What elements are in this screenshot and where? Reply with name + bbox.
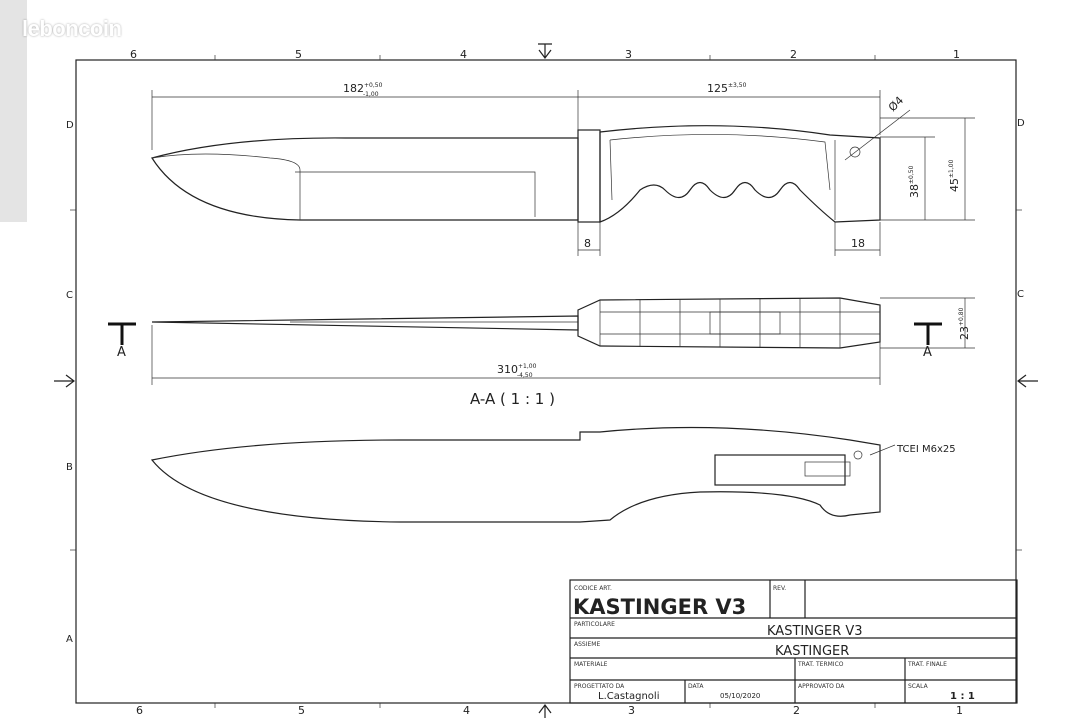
row-label: D: [66, 120, 74, 131]
guard-width-dim: 8: [584, 237, 591, 250]
column-label: 2: [793, 704, 800, 717]
data-label: DATA: [688, 683, 704, 690]
hole-dim: Ø4: [886, 94, 906, 114]
section-marker-left: A: [117, 345, 126, 360]
side-dimensions: [151, 90, 975, 256]
thickness-dim: 23+0,80: [958, 307, 971, 340]
data-value: 05/10/2020: [720, 692, 760, 700]
progettato-value: L.Castagnoli: [598, 691, 659, 702]
column-label: 6: [136, 704, 143, 717]
row-label: C: [66, 290, 73, 301]
row-label: B: [66, 462, 73, 473]
top-dimensions: [151, 297, 975, 385]
section-marker-right: A: [923, 345, 932, 360]
row-label: C: [1017, 289, 1024, 300]
row-labels: D C B A D C: [66, 118, 1025, 645]
handle-height-dim: 38±0,50: [908, 165, 921, 198]
trat-termico-label: TRAT. TERMICO: [797, 661, 844, 668]
section-title: A-A ( 1 : 1 ): [470, 390, 555, 408]
codice-value: KASTINGER V3: [573, 595, 746, 619]
particolare-label: PARTICOLARE: [574, 621, 615, 628]
guard-height-dim: 45±1,00: [948, 159, 961, 192]
dimension-labels: 182+0,50 -1,00 125±3,50 Ø4 8 18 38±0,50 …: [343, 82, 961, 250]
column-label: 2: [790, 48, 797, 61]
handle-length-dim: 125±3,50: [707, 82, 747, 95]
total-length-lower-tol: -4,50: [517, 372, 533, 379]
column-label: 5: [298, 704, 305, 717]
title-block: CODICE ART. KASTINGER V3 REV. PARTICOLAR…: [569, 579, 1018, 704]
codice-label: CODICE ART.: [574, 585, 612, 592]
column-label: 3: [625, 48, 632, 61]
column-label: 6: [130, 48, 137, 61]
row-label: D: [1017, 118, 1025, 129]
zone-ticks: [70, 55, 1022, 708]
row-label: A: [66, 634, 73, 645]
rev-label: REV.: [773, 585, 786, 592]
progettato-label: PROGETTATO DA: [574, 683, 625, 690]
column-label: 1: [953, 48, 960, 61]
total-length-dim: 310+1,00: [497, 363, 537, 376]
trat-finale-label: TRAT. FINALE: [907, 661, 947, 668]
knife-top-view: A A: [108, 297, 942, 360]
knife-side-view: [151, 109, 911, 223]
assieme-value: KASTINGER: [775, 644, 849, 659]
column-label: 4: [460, 48, 467, 61]
leboncoin-watermark: leboncoin: [22, 16, 122, 41]
particolare-value: KASTINGER V3: [767, 624, 863, 639]
centering-arrows: [54, 43, 1038, 718]
approvato-label: APPROVATO DA: [798, 683, 845, 690]
knife-section-view: TCEI M6x25: [150, 426, 956, 523]
blade-length-lower-tol: -1,00: [363, 91, 379, 98]
pommel-width-dim: 18: [851, 237, 865, 250]
column-label: 5: [295, 48, 302, 61]
materiale-label: MATERIALE: [574, 661, 608, 668]
column-label: 3: [628, 704, 635, 717]
scala-label: SCALA: [908, 683, 929, 690]
background-strip: [0, 0, 27, 222]
screw-note: TCEI M6x25: [896, 444, 956, 455]
drawing-frame: [75, 59, 1017, 704]
assieme-label: ASSIEME: [574, 641, 600, 648]
column-label: 1: [956, 704, 963, 717]
column-label: 4: [463, 704, 470, 717]
column-labels: 6 5 4 3 2 1 6 5 4 3 2 1: [130, 48, 963, 717]
scala-value: 1 : 1: [950, 691, 975, 702]
blade-length-dim: 182+0,50: [343, 82, 383, 95]
